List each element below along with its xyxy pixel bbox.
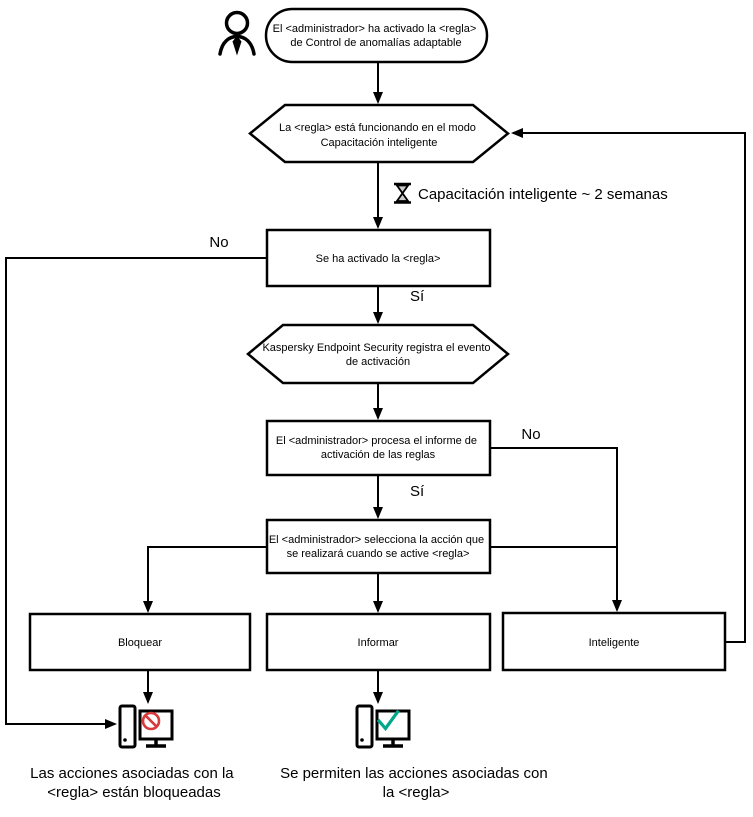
node-triggered-label: Se ha activado la <regla> [316,253,441,265]
checkmark-icon [376,709,400,732]
node-start: El <administrador> ha activado la <regla… [264,7,489,64]
tower-led-dot [360,738,364,742]
node-block: Bloquear [28,612,252,672]
label-no-left: No [209,234,228,251]
node-block-label: Bloquear [118,637,162,649]
caption-blocked: Las acciones asociadas con la <regla> es… [30,765,238,801]
prohibition-icon [141,711,161,731]
node-select-action-label: El <administrador> selecciona la acción … [269,534,487,560]
node-mode-label: La <regla> está funcionando en el modo C… [279,122,479,149]
node-report-label: El <administrador> procesa el informe de… [276,435,480,461]
computer-allowed-icon [355,704,411,749]
training-note-label: Capacitación inteligente ~ 2 semanas [418,186,668,203]
connector-no-to-smart [490,447,622,612]
node-smart-label: Inteligente [589,637,640,649]
node-triggered: Se ha activado la <regla> [265,228,492,288]
node-inform: Informar [265,612,492,672]
connector-select-to-block [143,546,267,613]
connector-no-to-blocked [5,257,267,729]
node-start-label: El <administrador> ha activado la <regla… [273,23,480,49]
caption-allowed: Se permiten las acciones asociadas con l… [280,765,552,801]
hourglass-icon [394,182,411,204]
node-report: El <administrador> procesa el informe de… [265,419,492,477]
computer-blocked-icon [118,704,174,749]
user-icon [218,10,256,56]
node-mode: La <regla> está funcionando en el modo C… [248,103,510,164]
node-logging-label: Kaspersky Endpoint Security registra el … [262,342,493,368]
label-no-right: No [521,426,540,443]
tower-led-dot [123,738,127,742]
node-inform-label: Informar [358,637,399,649]
connector-smart-loopback [511,128,746,643]
node-logging: Kaspersky Endpoint Security registra el … [246,323,510,385]
label-si-second: Sí [410,483,425,500]
node-smart: Inteligente [501,611,727,672]
node-select-action: El <administrador> selecciona la acción … [265,518,492,575]
label-si-first: Sí [410,288,425,305]
